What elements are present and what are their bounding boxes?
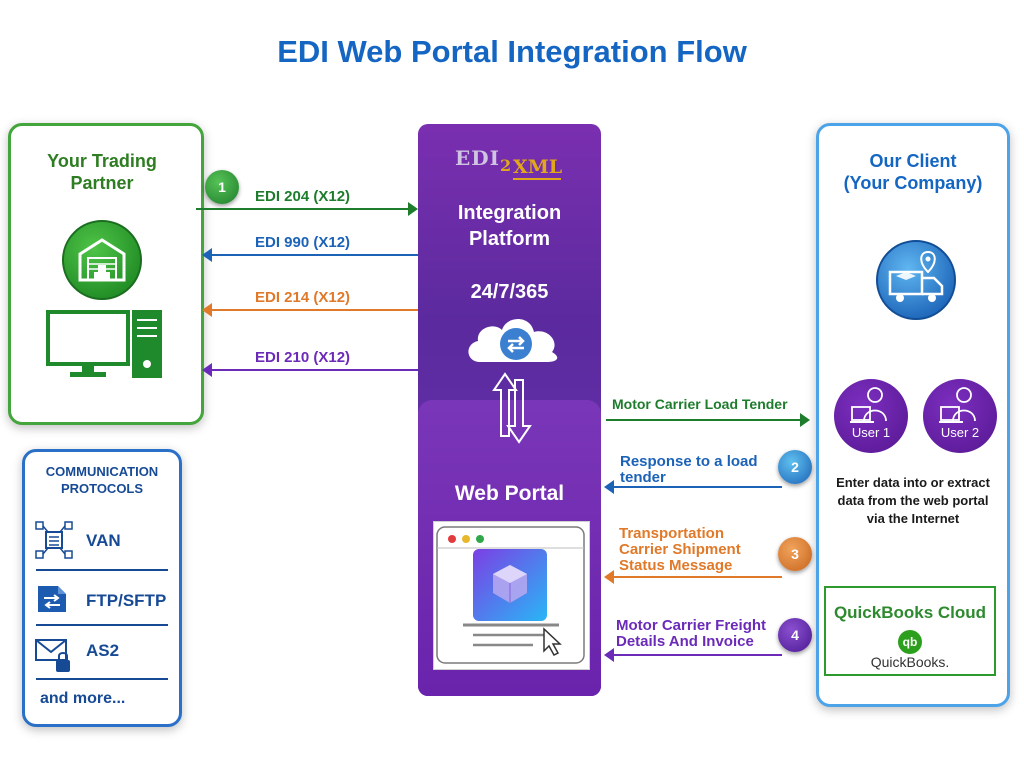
quickbooks-logo-icon: qb — [898, 630, 922, 654]
left-flow-arrows — [196, 202, 426, 377]
quickbooks-cloud-title: QuickBooks Cloud — [833, 603, 987, 622]
user-laptop-icon — [850, 387, 887, 423]
integration-platform-title: Integration Platform — [457, 202, 562, 250]
protocol-as2: AS2 — [86, 641, 120, 660]
desktop-computer-icon — [46, 310, 162, 378]
step-badge-1: 1 — [205, 170, 239, 204]
trading-partner-title: Your Trading Partner — [47, 151, 157, 193]
protocol-van: VAN — [86, 531, 121, 550]
cloud-sync-icon — [468, 319, 558, 362]
flow-label-load-response: Response to a load tender — [620, 453, 758, 486]
warehouse-icon — [62, 220, 142, 300]
protocol-and-more: and more... — [40, 690, 126, 707]
flow-label-edi-210: EDI 210 (X12) — [255, 349, 351, 366]
web-portal-title: Web Portal — [454, 482, 565, 505]
user-laptop-icon — [939, 387, 976, 423]
user-2-avatar: User 2 — [923, 379, 997, 453]
edi2xml-logo: EDI 2 XML — [455, 146, 563, 180]
protocol-divider — [36, 678, 168, 680]
web-portal-window-content — [436, 526, 585, 664]
bidirectional-arrow-icon — [492, 372, 532, 444]
flow-label-freight-invoice: Motor Carrier Freight Details And Invoic… — [616, 617, 767, 650]
user-1-avatar: User 1 — [834, 379, 908, 453]
quickbooks-logo-text: QuickBooks. — [870, 654, 950, 670]
step-badge-3: 3 — [778, 537, 812, 571]
right-flow-arrows — [604, 413, 810, 662]
cursor-icon — [543, 627, 562, 656]
envelope-lock-icon — [35, 639, 70, 672]
protocol-divider — [36, 624, 168, 626]
client-portal-note: Enter data into or extract data from the… — [836, 475, 990, 526]
flow-label-edi-990: EDI 990 (X12) — [255, 234, 351, 251]
protocol-ftp-sftp: FTP/SFTP — [86, 591, 167, 610]
step-badge-4: 4 — [778, 618, 812, 652]
flow-label-load-tender: Motor Carrier Load Tender — [612, 396, 788, 412]
diagram-title: EDI Web Portal Integration Flow — [277, 34, 747, 69]
protocol-divider — [36, 569, 168, 571]
client-title: Our Client (Your Company) — [843, 151, 983, 193]
flow-label-edi-214: EDI 214 (X12) — [255, 289, 351, 306]
network-icon — [35, 521, 73, 559]
protocols-title: COMMUNICATION PROTOCOLS — [45, 464, 159, 496]
flow-label-edi-204: EDI 204 (X12) — [255, 188, 351, 205]
step-badge-2: 2 — [778, 450, 812, 484]
file-transfer-icon — [38, 586, 66, 612]
truck-location-icon — [876, 240, 956, 320]
flow-label-shipment-status: Transportation Carrier Shipment Status M… — [619, 525, 741, 574]
availability-label: 24/7/365 — [470, 281, 549, 303]
